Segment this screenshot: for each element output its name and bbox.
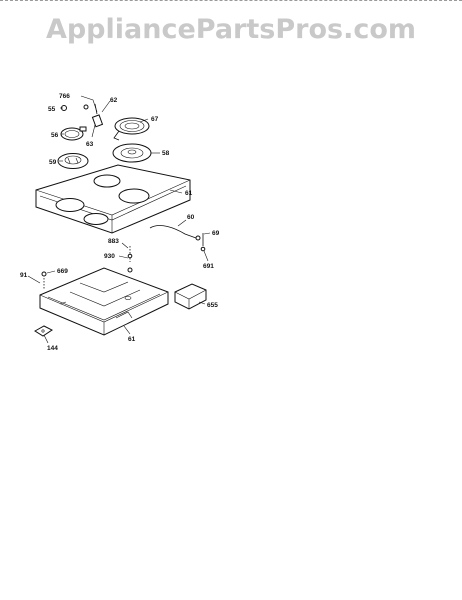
block-655[interactable] — [174, 283, 207, 310]
drip-bowl-large[interactable] — [112, 143, 152, 163]
callout-144: 144 — [47, 345, 58, 352]
callout-labels: 766 55 62 67 56 63 59 58 61 60 69 883 93… — [20, 93, 220, 352]
callout-61-top: 61 — [185, 190, 193, 197]
callout-60: 60 — [187, 214, 195, 221]
top-dashed-line — [0, 0, 462, 5]
callout-67: 67 — [151, 116, 159, 123]
callout-62: 62 — [110, 97, 118, 104]
callout-63: 63 — [86, 141, 94, 148]
callout-766: 766 — [59, 93, 70, 100]
callout-930: 930 — [104, 253, 115, 260]
callout-56: 56 — [51, 132, 59, 139]
wire-harness[interactable] — [149, 225, 201, 241]
screw-883[interactable] — [127, 246, 133, 273]
drip-bowl-small[interactable] — [57, 153, 89, 169]
surface-element-large[interactable] — [113, 117, 150, 141]
main-top-chassis[interactable] — [39, 267, 169, 336]
callout-669: 669 — [57, 268, 68, 275]
callout-59: 59 — [49, 159, 57, 166]
screw-669[interactable] — [41, 271, 47, 290]
receptacle-block[interactable] — [83, 103, 104, 128]
callout-691: 691 — [203, 263, 214, 270]
screw-691[interactable] — [200, 233, 206, 252]
leader-lines — [27, 95, 211, 344]
bracket-144[interactable] — [34, 325, 53, 337]
cooktop-panel[interactable] — [35, 164, 191, 234]
callout-55: 55 — [48, 106, 56, 113]
callout-69: 69 — [212, 230, 220, 237]
callout-655: 655 — [207, 302, 218, 309]
watermark-logo: AppliancePartsPros.com — [45, 14, 417, 45]
callout-91: 91 — [20, 272, 28, 279]
callout-61-bottom: 61 — [128, 336, 136, 343]
callout-58: 58 — [162, 150, 170, 157]
callout-883: 883 — [108, 238, 119, 245]
surface-element-small[interactable] — [60, 126, 87, 141]
